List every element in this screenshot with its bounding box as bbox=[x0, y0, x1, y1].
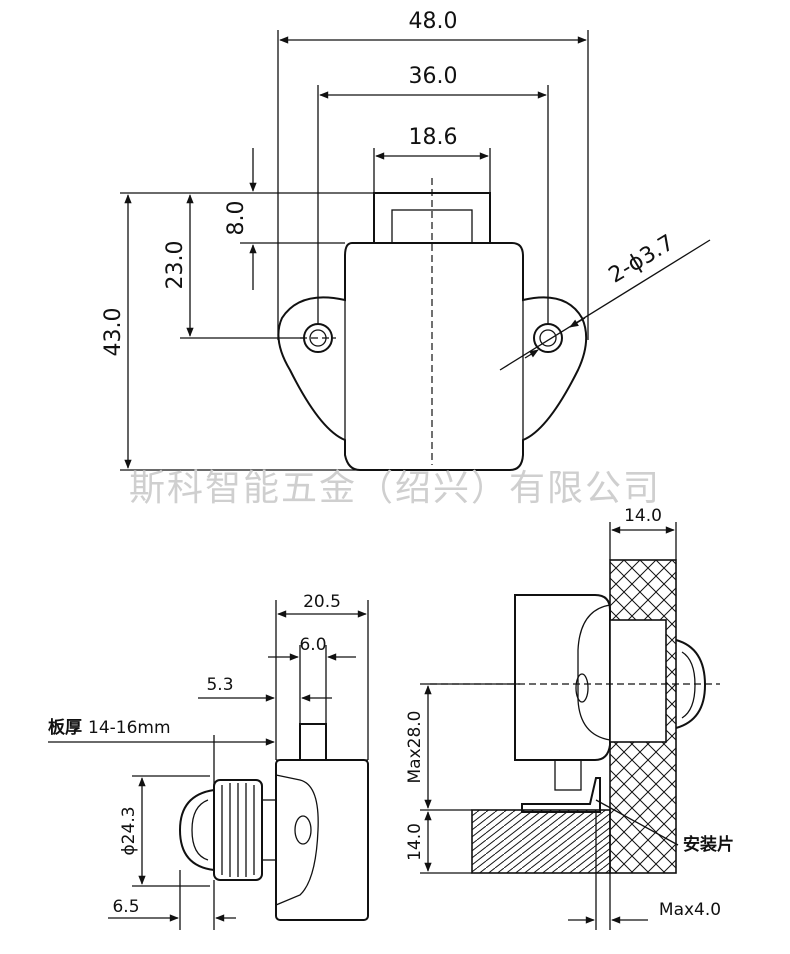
install-flange bbox=[609, 619, 667, 743]
top-view: 48.0 36.0 18.6 8.0 23.0 43.0 2-ϕ3.7 bbox=[101, 9, 711, 471]
install-view: 14.0 Max28.0 14.0 安装片 Max4.0 bbox=[405, 506, 734, 930]
dim-hole-spacing: 36.0 bbox=[409, 64, 458, 89]
dim-button-height: 8.0 bbox=[224, 201, 249, 236]
company-watermark: 斯科智能五金（绍兴）有限公司 bbox=[129, 468, 661, 509]
dim-height-overall: 43.0 bbox=[101, 308, 126, 357]
dim-width-overall: 48.0 bbox=[409, 9, 458, 34]
dim-button-width: 18.6 bbox=[409, 125, 458, 150]
button-inner bbox=[391, 209, 473, 244]
lock-body-outline bbox=[277, 242, 588, 471]
panel-thickness-label: 板厚 bbox=[48, 717, 82, 738]
mounting-bracket bbox=[521, 777, 601, 813]
dim-bottom-board: 14.0 bbox=[405, 823, 425, 861]
dim-depth-overall: 20.5 bbox=[303, 592, 341, 612]
install-body bbox=[514, 594, 611, 761]
dim-hole-to-top: 23.0 bbox=[163, 241, 188, 290]
dim-width-5-3: 5.3 bbox=[206, 675, 233, 695]
dim-board-thickness: 14.0 bbox=[624, 506, 662, 526]
side-view: 20.5 6.0 5.3 板厚 14-16mm ϕ24.3 6.5 bbox=[48, 592, 369, 930]
mount-hole-right bbox=[533, 323, 563, 353]
dim-diameter: ϕ24.3 bbox=[119, 806, 139, 855]
dim-max-gap: Max4.0 bbox=[659, 900, 721, 920]
bracket-label: 安装片 bbox=[683, 834, 734, 855]
bottom-board bbox=[471, 809, 611, 874]
dim-offset: 6.5 bbox=[112, 897, 139, 917]
dim-max-height: Max28.0 bbox=[405, 711, 425, 784]
side-button bbox=[299, 723, 327, 761]
install-button bbox=[554, 759, 582, 791]
dome-button bbox=[178, 789, 215, 871]
panel-thickness-range: 14-16mm bbox=[88, 718, 171, 738]
dim-hole-spec: 2-ϕ3.7 bbox=[605, 230, 679, 288]
dim-width-6: 6.0 bbox=[299, 635, 326, 655]
install-dome bbox=[675, 639, 707, 729]
side-body bbox=[275, 759, 369, 921]
